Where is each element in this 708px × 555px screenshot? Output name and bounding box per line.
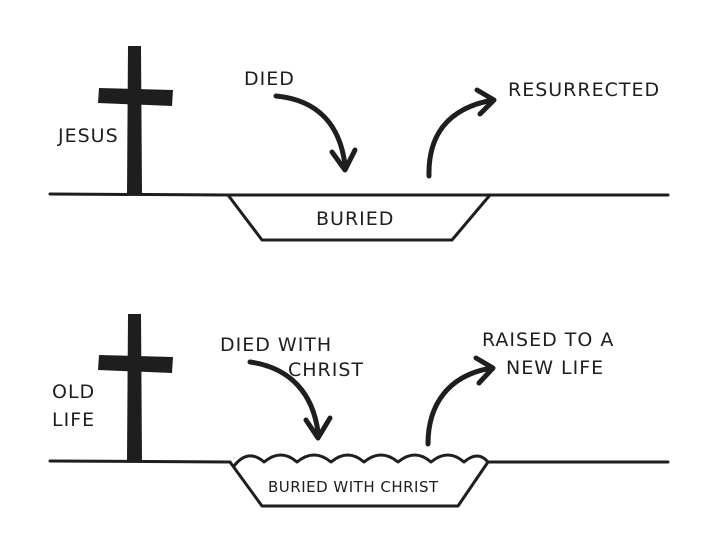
top-arrow-down-icon — [273, 93, 358, 173]
top-arrow-down-label: DIED — [244, 68, 295, 90]
top-tomb-pit — [226, 193, 492, 242]
bottom-arrow-up-label-line2: NEW LIFE — [506, 357, 604, 379]
bottom-figure-label-line2: LIFE — [52, 409, 95, 431]
bottom-arrow-up-label-line1: RAISED TO A — [482, 329, 614, 351]
top-panel: JESUS DIED RESURRECTED BURIED — [48, 46, 670, 242]
bottom-grave-pit — [228, 460, 490, 508]
top-cross-icon — [98, 46, 173, 194]
bottom-arrow-up-icon — [425, 355, 496, 447]
bottom-figure-label-line1: OLD — [52, 381, 95, 403]
bottom-panel: OLD LIFE DIED WITH CHRIST RAISED TO A NE… — [48, 314, 670, 508]
top-ground-line — [48, 192, 670, 197]
bottom-ground-line — [48, 459, 670, 464]
top-figure-label: JESUS — [57, 125, 119, 147]
bottom-arrow-down-label-line2: CHRIST — [288, 359, 364, 381]
top-arrow-up-label: RESURRECTED — [508, 79, 660, 101]
bottom-cross-icon — [98, 314, 173, 461]
bottom-water-waves — [232, 453, 490, 468]
top-pit-label: BURIED — [316, 208, 394, 230]
bottom-arrow-down-icon — [247, 359, 333, 441]
bottom-pit-label: BURIED WITH CHRIST — [268, 478, 439, 496]
top-arrow-up-icon — [426, 87, 497, 179]
bottom-arrow-down-label-line1: DIED WITH — [220, 334, 332, 356]
